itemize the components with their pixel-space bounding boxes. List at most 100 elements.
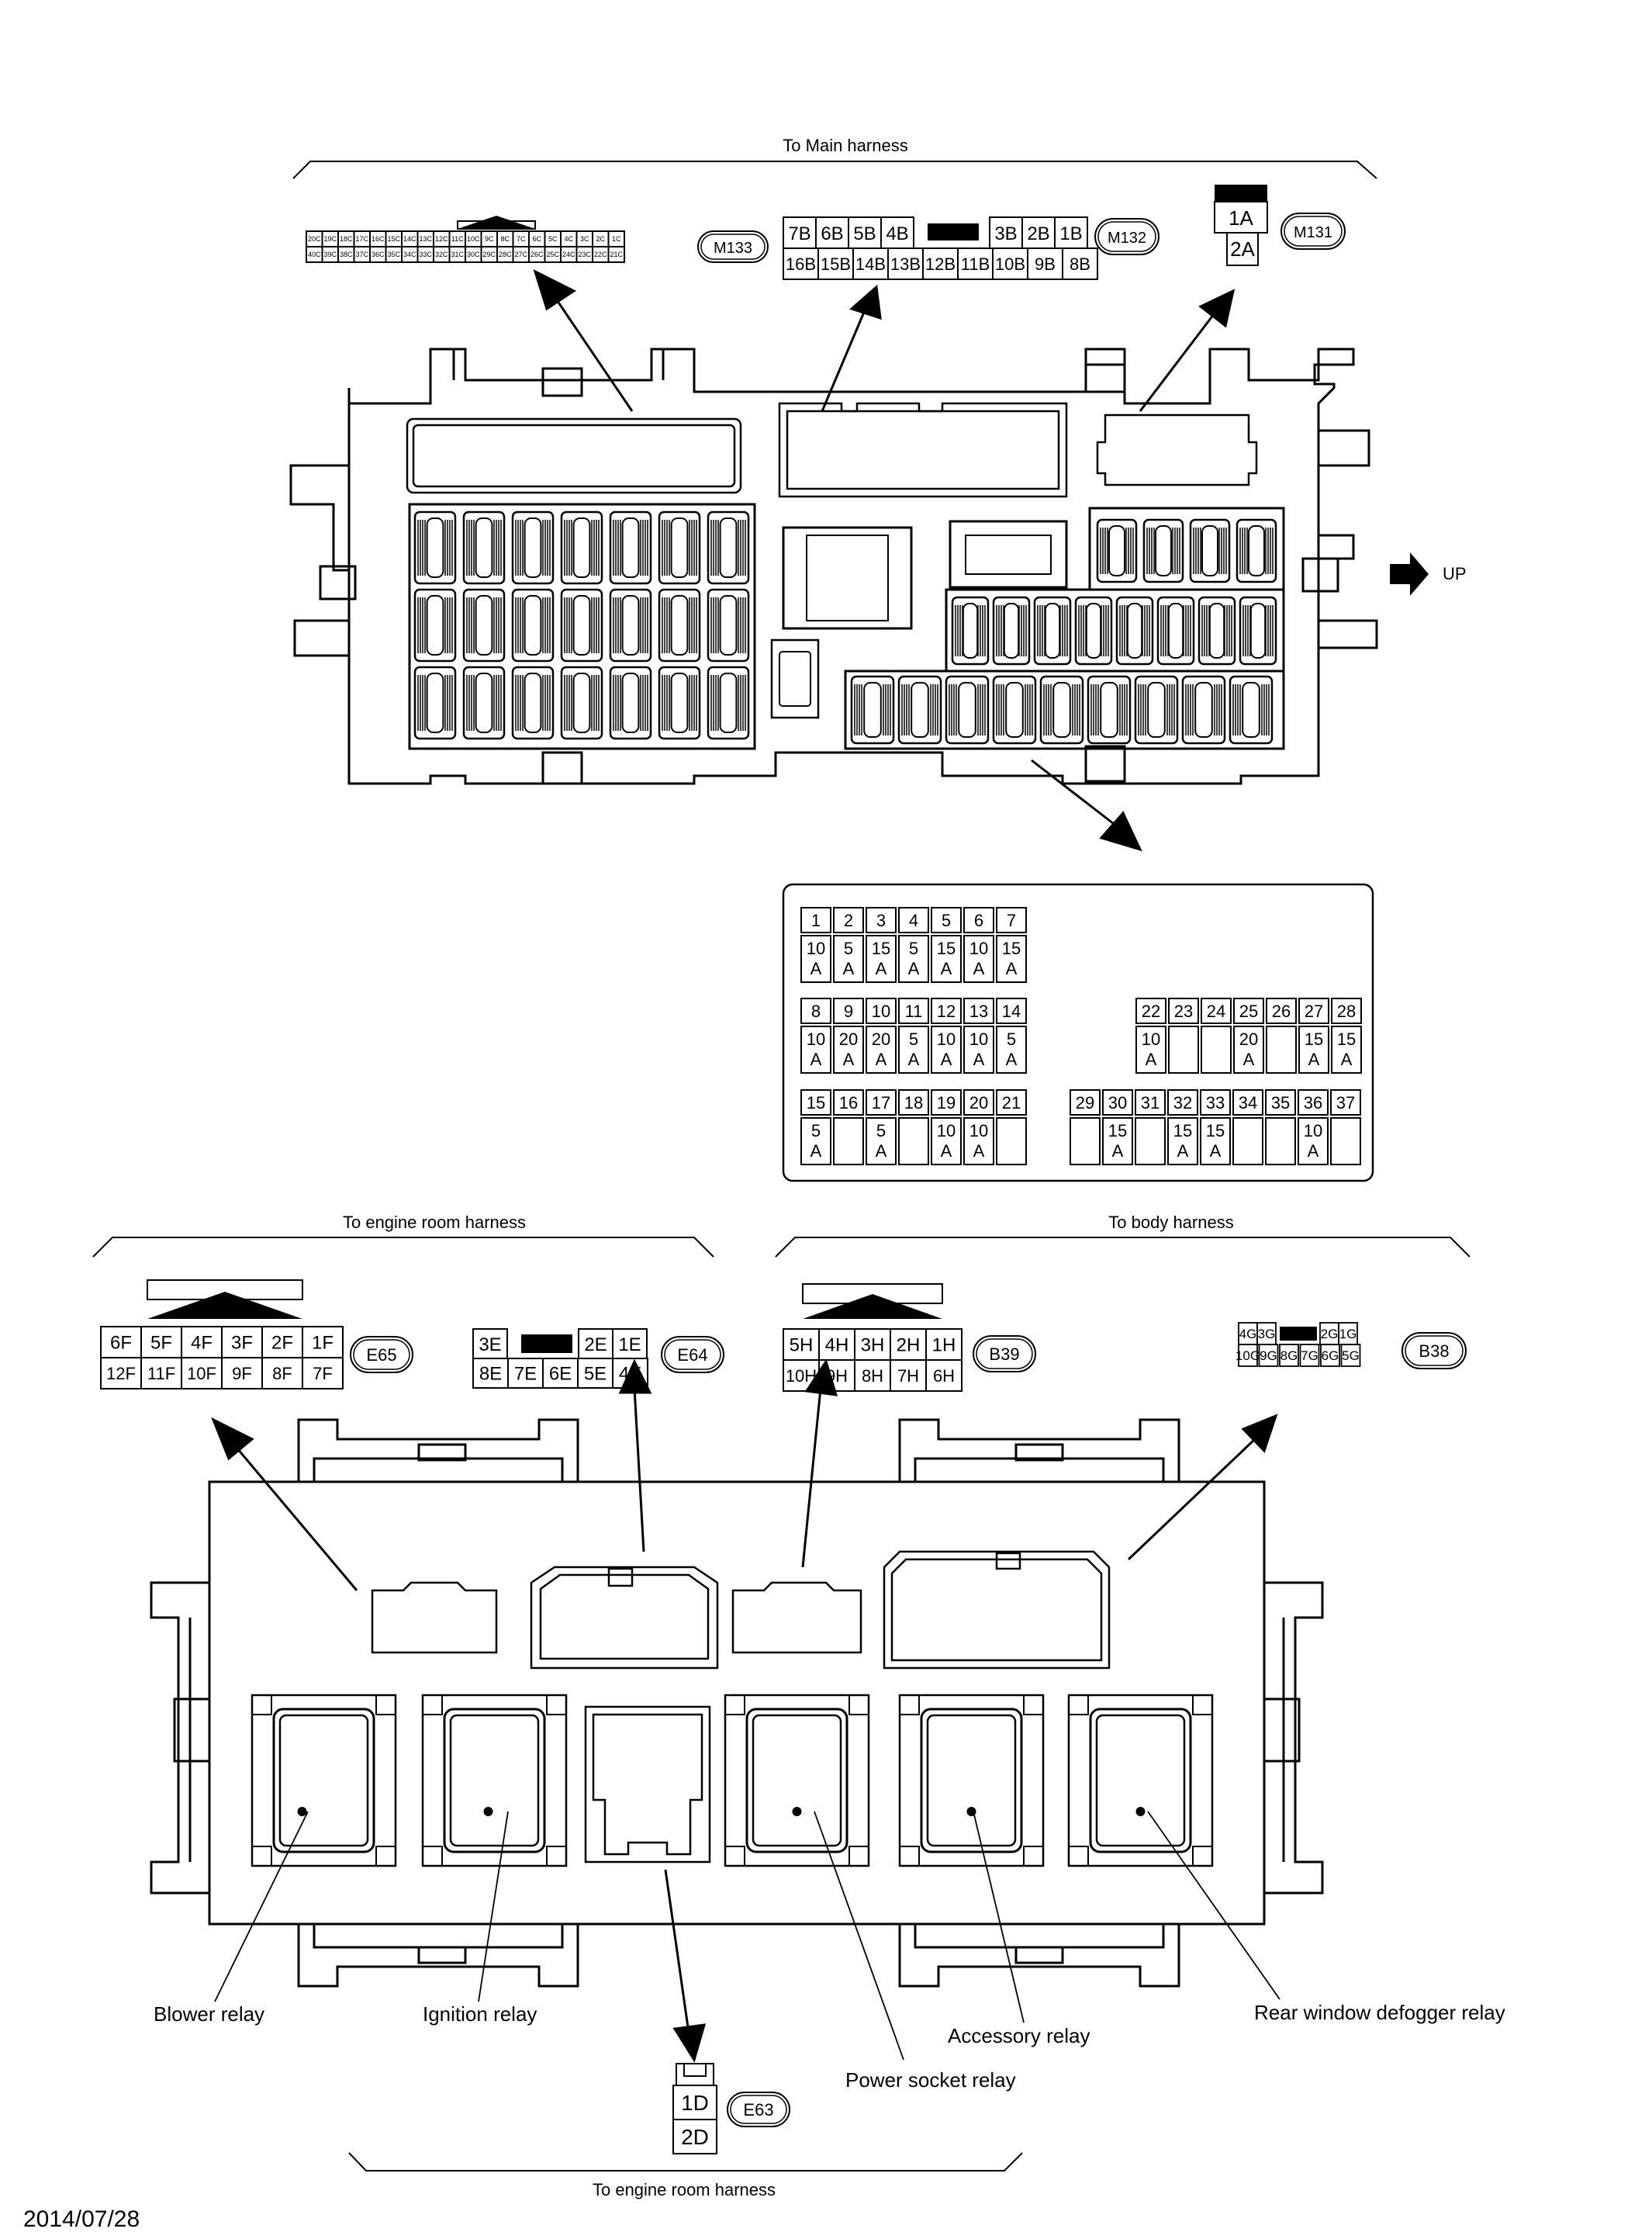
fuse-amp: 5 xyxy=(876,1121,886,1140)
fuse-slot xyxy=(1229,675,1274,745)
b38-name: B38 xyxy=(1419,1341,1449,1361)
b38-pin-label: 4G xyxy=(1239,1327,1257,1341)
fuse-number-cell xyxy=(1266,998,1297,1024)
ignition-relay-label: Ignition relay xyxy=(423,2002,537,2026)
m133-pin-label: 14C xyxy=(403,235,416,243)
m133-name: M133 xyxy=(714,240,752,257)
m133-pin-label: 10C xyxy=(467,235,480,243)
fuse-slot xyxy=(992,596,1031,666)
fuse-slot xyxy=(707,588,750,663)
fuse-slot xyxy=(609,666,652,740)
relay-socket xyxy=(421,1694,568,1867)
relay-socket xyxy=(898,1694,1045,1867)
fuse-number: 21 xyxy=(1002,1093,1021,1113)
fuse-slot xyxy=(511,666,555,740)
fuse-unit: A xyxy=(908,1050,920,1069)
fuse-number: 26 xyxy=(1272,1002,1291,1021)
fuse-unit: A xyxy=(876,1141,887,1161)
b38-pin-label: 5G xyxy=(1342,1348,1360,1363)
to-engine-room-harness-top-label: To engine room harness xyxy=(343,1213,526,1232)
fuse-amp: 15 xyxy=(1108,1121,1127,1140)
fuse-unit: A xyxy=(908,959,920,978)
m133-pin-label: 36C xyxy=(372,251,385,258)
fuse-slot xyxy=(609,588,652,663)
b38-pin-cell xyxy=(1258,1344,1279,1367)
fuse-amp: 15 xyxy=(1173,1121,1192,1140)
fuse-number-cell xyxy=(1298,998,1329,1024)
fuse-amp: 5 xyxy=(811,1121,821,1140)
m132-pin-label: 2B xyxy=(1027,223,1049,244)
m133-pin-label: 25C xyxy=(546,251,559,258)
b39-pin-label: 7H xyxy=(897,1366,919,1386)
fuse-number: 10 xyxy=(872,1002,890,1021)
fuse-unit: A xyxy=(1341,1050,1353,1069)
top-fuse-block xyxy=(289,348,1378,785)
b38-pin-label: 6G xyxy=(1322,1348,1339,1363)
fuse-slot xyxy=(658,666,701,740)
fuse-rating-cell xyxy=(996,1117,1027,1165)
fuse-number-cell xyxy=(800,1089,831,1116)
fuse-unit: A xyxy=(810,1141,822,1161)
fuse-unit: A xyxy=(1243,1050,1255,1069)
rear-window-defogger-relay-label: Rear window defogger relay xyxy=(1254,2001,1505,2024)
fuse-rating-cell xyxy=(963,1026,994,1074)
relay-slots xyxy=(251,1694,1214,1867)
fuse-number: 8 xyxy=(811,1002,821,1021)
e65-pin-label: 3F xyxy=(231,1333,253,1354)
fuse-number-cell xyxy=(898,907,929,933)
fuse-amp: 10 xyxy=(937,1030,956,1049)
fuse-rating-cell xyxy=(866,1117,897,1165)
fuse-slot xyxy=(462,510,506,585)
fuse-amp: 20 xyxy=(1239,1030,1258,1049)
fuse-rating-cell xyxy=(1265,1117,1296,1165)
m133-pin-label: 5C xyxy=(548,235,558,243)
m132-pin-cell xyxy=(1062,247,1098,280)
fuse-number: 24 xyxy=(1207,1002,1225,1021)
blower-relay-label: Blower relay xyxy=(154,2002,264,2026)
fuse-number: 28 xyxy=(1337,1002,1356,1021)
fuse-number-cell xyxy=(1265,1089,1296,1116)
fuse-unit: A xyxy=(973,1141,985,1161)
fuse-number: 16 xyxy=(839,1093,858,1113)
fuse-number-cell xyxy=(963,998,994,1024)
fuse-unit: A xyxy=(843,1050,855,1069)
b38-pin-cell xyxy=(1299,1344,1320,1367)
b38-blank-block xyxy=(1280,1327,1317,1341)
m133-pin-label: 31C xyxy=(451,251,464,258)
to-main-harness-label: To Main harness xyxy=(783,136,907,155)
b39-pin-label: 6H xyxy=(933,1366,955,1386)
fuse-number: 7 xyxy=(1007,911,1016,930)
relay-point xyxy=(792,1807,802,1816)
m132-pin-label: 3B xyxy=(994,223,1017,244)
relay-leader-lines xyxy=(214,1811,1280,2061)
to-body-harness-label: To body harness xyxy=(1108,1213,1233,1232)
fuse-number: 12 xyxy=(937,1002,956,1021)
m133-pin-label: 9C xyxy=(485,235,494,243)
fuse-slot xyxy=(951,596,990,666)
bottom-arrows xyxy=(211,1358,1278,2063)
m133-pin-label: 39C xyxy=(323,251,337,258)
fuse-rating-cell xyxy=(1330,1117,1361,1165)
fuse-slot xyxy=(413,510,457,585)
relay-socket xyxy=(724,1694,870,1867)
fuse-rating-cell xyxy=(1331,1026,1362,1074)
m133-pin-label: 18C xyxy=(340,235,353,243)
b38-pin-label: 9G xyxy=(1260,1348,1277,1363)
fuse-number-cell xyxy=(833,1089,864,1116)
b39-pin-label: 5H xyxy=(790,1335,814,1356)
fuse-number-cell xyxy=(1135,1089,1166,1116)
m133-pin-label: 30C xyxy=(467,251,480,258)
m132-blank-block xyxy=(928,223,979,241)
fuse-unit: A xyxy=(1210,1141,1222,1161)
fuse-number-cell xyxy=(1201,998,1232,1024)
fuse-slot xyxy=(560,510,603,585)
m131-pin-2a: 2A xyxy=(1230,237,1255,261)
m132-pin-label: 12B xyxy=(925,254,956,274)
b38-pin-label: 10G xyxy=(1236,1348,1260,1363)
fuse-rating-cell xyxy=(996,1026,1027,1074)
fuse-slot xyxy=(511,510,555,585)
fuse-number-cell xyxy=(996,907,1027,933)
m133-pin-label: 38C xyxy=(340,251,353,258)
